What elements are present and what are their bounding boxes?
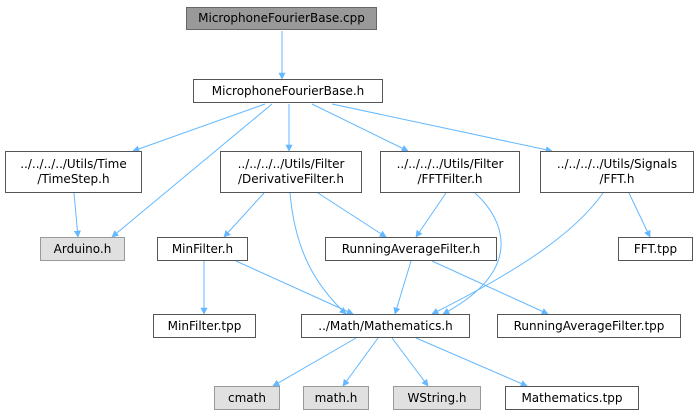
- edge-minfilter-to-mathematics: [235, 260, 354, 315]
- node-mathematics-tpp[interactable]: Mathematics.tpp: [505, 386, 639, 410]
- node-label: math.h: [314, 390, 358, 405]
- edge-header-to-fftfilter: [311, 103, 409, 152]
- edge-running-to-mathematics: [393, 260, 412, 315]
- node-derivativefilter-h[interactable]: ../../../../Utils/Filter/DerivativeFilte…: [220, 151, 362, 193]
- node-microphonefourierbase-h[interactable]: MicrophoneFourierBase.h: [193, 79, 383, 103]
- node-label: MinFilter.h: [171, 241, 234, 256]
- node-label: FFT.tpp: [633, 241, 678, 256]
- node-mathematics-h[interactable]: ../Math/Mathematics.h: [301, 314, 470, 338]
- edge-fft-to-fft-tpp: [628, 192, 651, 238]
- node-label: ../../../../Utils/Time/TimeStep.h: [20, 157, 127, 186]
- node-timestep-h[interactable]: ../../../../Utils/Time/TimeStep.h: [5, 151, 142, 193]
- node-fftfilter-h[interactable]: ../../../../Utils/Filter/FFTFilter.h: [380, 151, 520, 193]
- node-runningaveragefilter-tpp[interactable]: RunningAverageFilter.tpp: [497, 314, 681, 338]
- node-label: Mathematics.tpp: [521, 390, 623, 405]
- edge-header-to-timestep: [132, 103, 266, 153]
- node-label: Arduino.h: [53, 241, 112, 256]
- node-label: MinFilter.tpp: [167, 318, 242, 333]
- edges: [73, 31, 651, 387]
- node-label: WString.h: [407, 390, 467, 405]
- node-wstring-h: WString.h: [393, 386, 481, 410]
- node-cmath: cmath: [214, 386, 280, 410]
- edge-fftfilter-to-running: [415, 192, 447, 238]
- edge-header-to-fft: [331, 103, 553, 154]
- edge-mathematics-to-cmath: [272, 337, 357, 387]
- node-minfilter-tpp[interactable]: MinFilter.tpp: [153, 314, 256, 338]
- edge-derivative-to-minfilter: [223, 192, 265, 238]
- edge-mathematics-to-wstring: [391, 337, 429, 387]
- node-arduino-h: Arduino.h: [40, 237, 125, 261]
- node-label: ../../../../Utils/Signals/FFT.h: [556, 157, 678, 186]
- node-label: cmath: [228, 390, 266, 405]
- node-fft-h[interactable]: ../../../../Utils/Signals/FFT.h: [540, 151, 694, 193]
- edge-derivative-to-mathematics: [289, 192, 347, 315]
- node-label: RunningAverageFilter.h: [341, 241, 481, 256]
- node-label: MicrophoneFourierBase.h: [211, 83, 365, 98]
- edge-fftfilter-to-mathematics: [442, 192, 502, 315]
- node-label: ../../../../Utils/Filter/FFTFilter.h: [396, 157, 504, 186]
- node-minfilter-h[interactable]: MinFilter.h: [157, 237, 248, 261]
- edge-derivative-to-running: [317, 192, 387, 238]
- edge-fft-to-mathematics: [431, 192, 604, 315]
- edge-running-to-running-tpp: [431, 260, 549, 315]
- node-math-h: math.h: [303, 386, 369, 410]
- node-label: ../Math/Mathematics.h: [318, 318, 453, 333]
- node-microphonefourierbase-cpp: MicrophoneFourierBase.cpp: [186, 7, 377, 30]
- node-label: MicrophoneFourierBase.cpp: [198, 11, 365, 25]
- node-label: ../../../../Utils/Filter/DerivativeFilte…: [237, 157, 345, 186]
- edge-mathematics-to-math-h: [342, 337, 379, 387]
- edge-header-to-arduino: [111, 103, 273, 238]
- edge-mathematics-to-mathematics-tpp: [415, 337, 528, 387]
- node-label: RunningAverageFilter.tpp: [513, 318, 665, 333]
- edge-timestep-to-arduino: [73, 192, 81, 238]
- node-fft-tpp[interactable]: FFT.tpp: [618, 237, 693, 261]
- node-runningaveragefilter-h[interactable]: RunningAverageFilter.h: [325, 237, 497, 261]
